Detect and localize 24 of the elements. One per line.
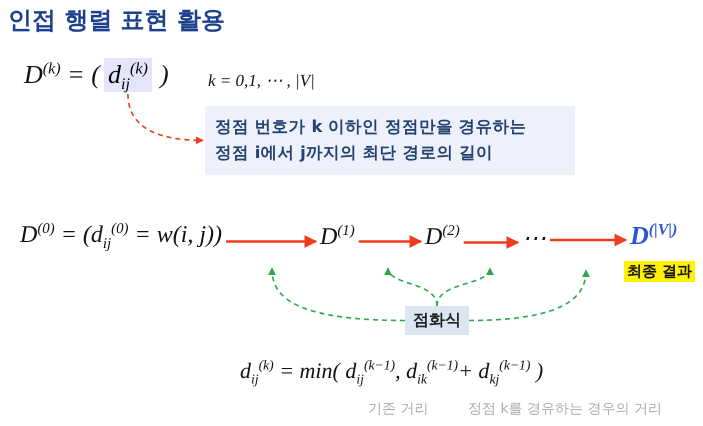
arrow [464,236,520,249]
caption: 정점 k를 경유하는 경우의 거리 [468,400,662,418]
formula: ) [160,60,169,90]
arrow [226,235,318,248]
formula: k = 0,1, ⋯ , |V| [208,70,315,91]
matrix-symbol: D$^{(2)}$ [425,224,460,251]
note-box: 정점 번호가 k 이하인 정점만을 경유하는 정점 i에서 j까지의 최단 경로의 길이 [205,106,575,175]
pointer-arrow [468,269,590,322]
recurrence-formula: d$_{ij}$$^{(k)}$ = min( d$_{ij}$$^{(k−1)}$, d$_{ik}$$^{(k−1)}$+ d$_{kj}$$^{(k−1)}$ ) [240,358,544,384]
arrow [127,94,204,144]
formula: D$^{(k)}$ = ( [24,60,100,90]
ellipsis: ⋯ [522,224,546,253]
recurrence-tag: 점화식 [405,306,469,335]
final-matrix-symbol: D$^{(|V|)}$ [630,221,678,251]
pointer-arrow [436,267,492,306]
arrow [358,235,422,248]
result-tag: 최종 결과 [624,261,696,282]
pointer-arrow [268,267,406,322]
pointer-arrow [386,267,438,306]
title: 인접 행렬 표현 활용 [8,5,226,36]
formula: D$^{(0)}$ = (d$_{ij}$$^{(0)}$ = w(i, j)) [20,222,222,249]
arrow [550,234,628,246]
caption: 기존 거리 [368,400,428,418]
matrix-symbol: D$^{(1)}$ [320,224,355,251]
